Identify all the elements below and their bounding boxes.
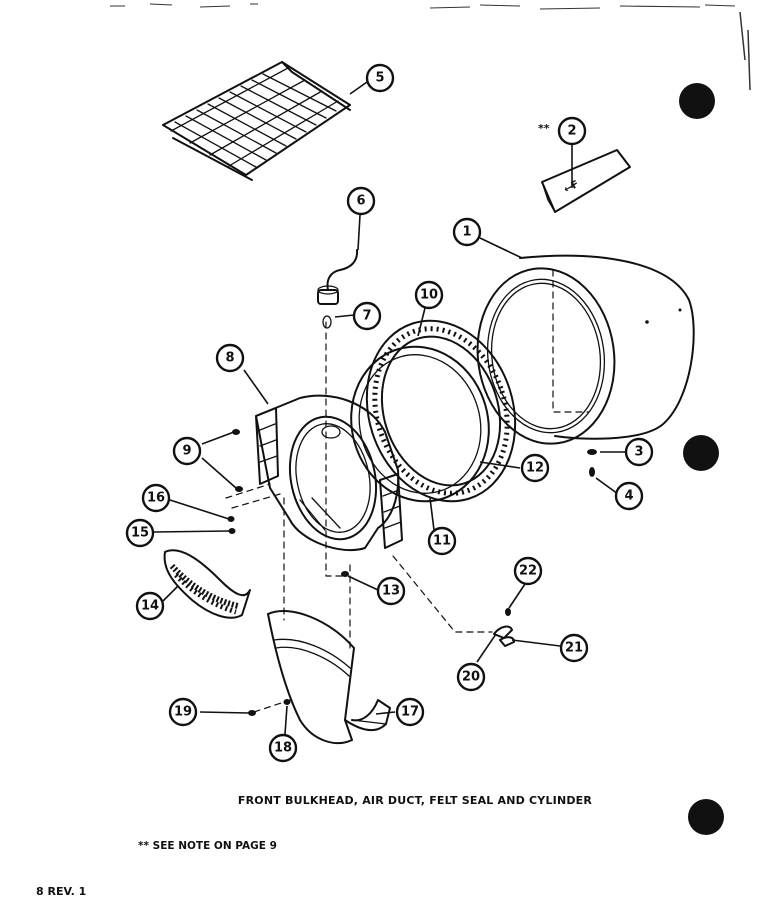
svg-text:22: 22 — [519, 564, 537, 579]
svg-text:5: 5 — [375, 71, 384, 86]
svg-text:11: 11 — [433, 534, 451, 549]
binder-hole-bottom — [688, 799, 724, 835]
clip-20 — [493, 625, 513, 639]
screw-16 — [227, 516, 235, 522]
screw-22 — [505, 608, 511, 616]
part-cylinder — [476, 254, 695, 445]
svg-text:16: 16 — [147, 491, 165, 506]
part-air-duct — [267, 610, 391, 745]
leader-lines — [153, 81, 625, 735]
scan-artifacts — [110, 3, 751, 91]
callout-20: 20 — [456, 662, 486, 692]
callout-18: 18 — [268, 733, 298, 763]
part-label: ←F — [541, 149, 631, 213]
callout-15: 15 — [125, 518, 155, 548]
callout-21: 21 — [559, 633, 589, 663]
callout-2: 2 — [557, 116, 587, 146]
callout-22: 22 — [513, 556, 543, 586]
callout-13: 13 — [376, 576, 406, 606]
part-thermostat — [317, 249, 359, 329]
callout-19: 19 — [168, 697, 198, 727]
page-number: 8 REV. 1 — [36, 885, 87, 898]
screw-9b — [235, 486, 243, 492]
svg-text:3: 3 — [634, 445, 643, 460]
clip-21 — [499, 636, 515, 647]
svg-text:6: 6 — [356, 194, 365, 209]
svg-text:19: 19 — [174, 705, 192, 720]
diagram-caption: FRONT BULKHEAD, AIR DUCT, FELT SEAL AND … — [237, 794, 593, 807]
washer-3 — [587, 449, 597, 455]
callout-1: 1 — [452, 217, 482, 247]
svg-text:15: 15 — [131, 526, 149, 541]
svg-text:8: 8 — [225, 351, 234, 366]
callout-3: 3 — [624, 437, 654, 467]
assembly-lines — [225, 321, 493, 713]
callout-10: 10 — [414, 280, 444, 310]
screw-18 — [283, 699, 291, 705]
svg-text:18: 18 — [274, 741, 292, 756]
callout-12: 12 — [520, 453, 550, 483]
svg-text:1: 1 — [462, 225, 471, 240]
svg-text:21: 21 — [565, 641, 583, 656]
callout-2-mark: ** — [538, 122, 550, 135]
hardware — [227, 429, 597, 716]
part-lint-grille — [163, 549, 251, 619]
part-rack — [162, 61, 351, 181]
svg-text:9: 9 — [182, 444, 191, 459]
screw-19 — [248, 710, 256, 716]
part-bearing-ring — [350, 345, 490, 503]
screw-15 — [228, 528, 236, 534]
svg-text:14: 14 — [141, 599, 159, 614]
callout-6: 6 — [346, 186, 376, 216]
screw-9a — [232, 429, 240, 435]
svg-text:12: 12 — [526, 461, 544, 476]
part-front-bulkhead — [255, 394, 403, 552]
binder-hole-middle — [683, 435, 719, 471]
callout-17: 17 — [395, 697, 425, 727]
page-note: ** SEE NOTE ON PAGE 9 — [138, 840, 277, 852]
callout-11: 11 — [427, 526, 457, 556]
screw-13 — [341, 571, 349, 577]
svg-text:7: 7 — [362, 309, 371, 324]
svg-text:10: 10 — [420, 288, 438, 303]
screw-4 — [589, 467, 595, 477]
svg-text:20: 20 — [462, 670, 480, 685]
svg-text:4: 4 — [624, 489, 633, 504]
svg-text:2: 2 — [567, 124, 576, 139]
callout-14: 14 — [135, 591, 165, 621]
callout-4: 4 — [614, 481, 644, 511]
callout-7: 7 — [352, 301, 382, 331]
svg-text:13: 13 — [382, 584, 400, 599]
binder-hole-top — [679, 83, 715, 119]
callout-5: 5 — [365, 63, 395, 93]
callout-8: 8 — [215, 343, 245, 373]
callout-16: 16 — [141, 483, 171, 513]
part-felt-seal — [365, 319, 517, 503]
callout-9: 9 — [172, 436, 202, 466]
svg-text:17: 17 — [401, 705, 419, 720]
